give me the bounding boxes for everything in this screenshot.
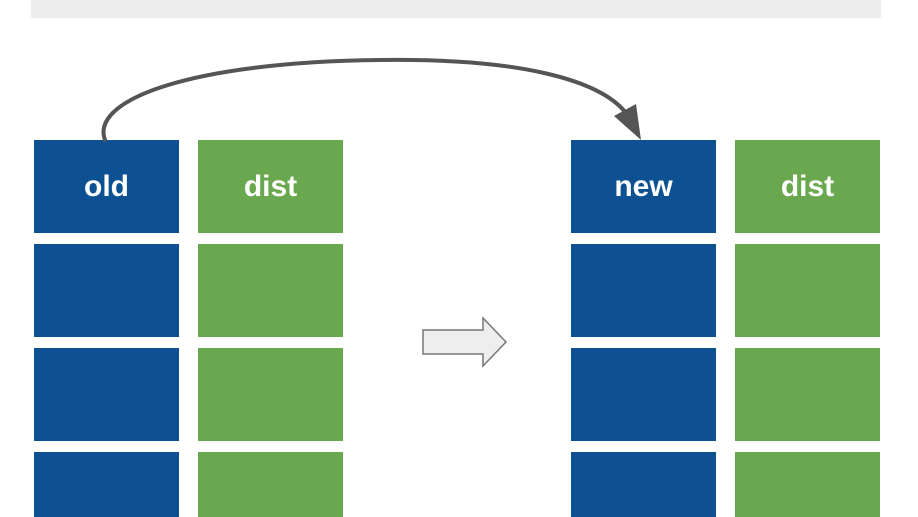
- right-row-2-new: [571, 348, 716, 441]
- left-row-2-old: [34, 348, 179, 441]
- right-header-new-label: new: [614, 169, 673, 203]
- right-header-dist-label: dist: [780, 169, 835, 203]
- left-header-old-label: old: [84, 169, 129, 203]
- left-row-2-dist: [198, 348, 343, 441]
- left-row-1-dist: [198, 244, 343, 337]
- left-row-1-old: [34, 244, 179, 337]
- right-row-3-dist: [735, 452, 880, 517]
- right-header-new: new: [571, 140, 716, 233]
- right-row-1-dist: [735, 244, 880, 337]
- left-row-3-old: [34, 452, 179, 517]
- right-header-dist: dist: [735, 140, 880, 233]
- left-header-dist-label: dist: [243, 169, 298, 203]
- left-header-old: old: [34, 140, 179, 233]
- right-block-arrow-icon: [422, 316, 508, 368]
- right-row-1-new: [571, 244, 716, 337]
- left-row-3-dist: [198, 452, 343, 517]
- right-row-3-new: [571, 452, 716, 517]
- top-bar: [31, 0, 881, 18]
- right-row-2-dist: [735, 348, 880, 441]
- left-header-dist: dist: [198, 140, 343, 233]
- curved-arrow-icon: [101, 57, 641, 142]
